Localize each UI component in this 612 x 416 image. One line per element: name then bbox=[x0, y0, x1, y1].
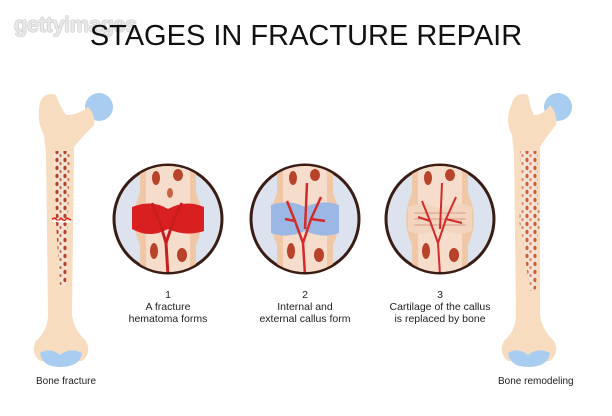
bone-remodeling-label: Bone remodeling bbox=[498, 376, 574, 387]
stage-2-line1: Internal and bbox=[277, 301, 333, 313]
stage-2-illustration bbox=[249, 163, 361, 275]
stage-3-illustration bbox=[384, 163, 496, 275]
stage-3-number: 3 bbox=[437, 289, 443, 301]
stage-2-number: 2 bbox=[302, 289, 308, 301]
watermark: gettyimages bbox=[14, 12, 137, 37]
stage-3-line2: is replaced by bone bbox=[394, 313, 486, 325]
stage-1-illustration bbox=[112, 163, 224, 275]
bone-fracture-label: Bone fracture bbox=[36, 376, 97, 387]
page-title: STAGES IN FRACTURE REPAIR bbox=[89, 20, 523, 52]
stage-1-number: 1 bbox=[165, 289, 171, 301]
stage-2-line2: external callus form bbox=[259, 313, 351, 325]
stage-1-line1: A fracture bbox=[145, 301, 191, 313]
bone-fracture-illustration bbox=[33, 93, 113, 367]
bone-remodeling-illustration bbox=[501, 93, 572, 367]
stage-1-line2: hematoma forms bbox=[128, 313, 208, 325]
stage-2-caption: 2 Internal and external callus form bbox=[225, 289, 385, 325]
stage-3-caption: 3 Cartilage of the callus is replaced by… bbox=[360, 289, 520, 325]
stage-1-caption: 1 A fracture hematoma forms bbox=[88, 289, 248, 325]
stage-3-line1: Cartilage of the callus bbox=[389, 301, 491, 313]
